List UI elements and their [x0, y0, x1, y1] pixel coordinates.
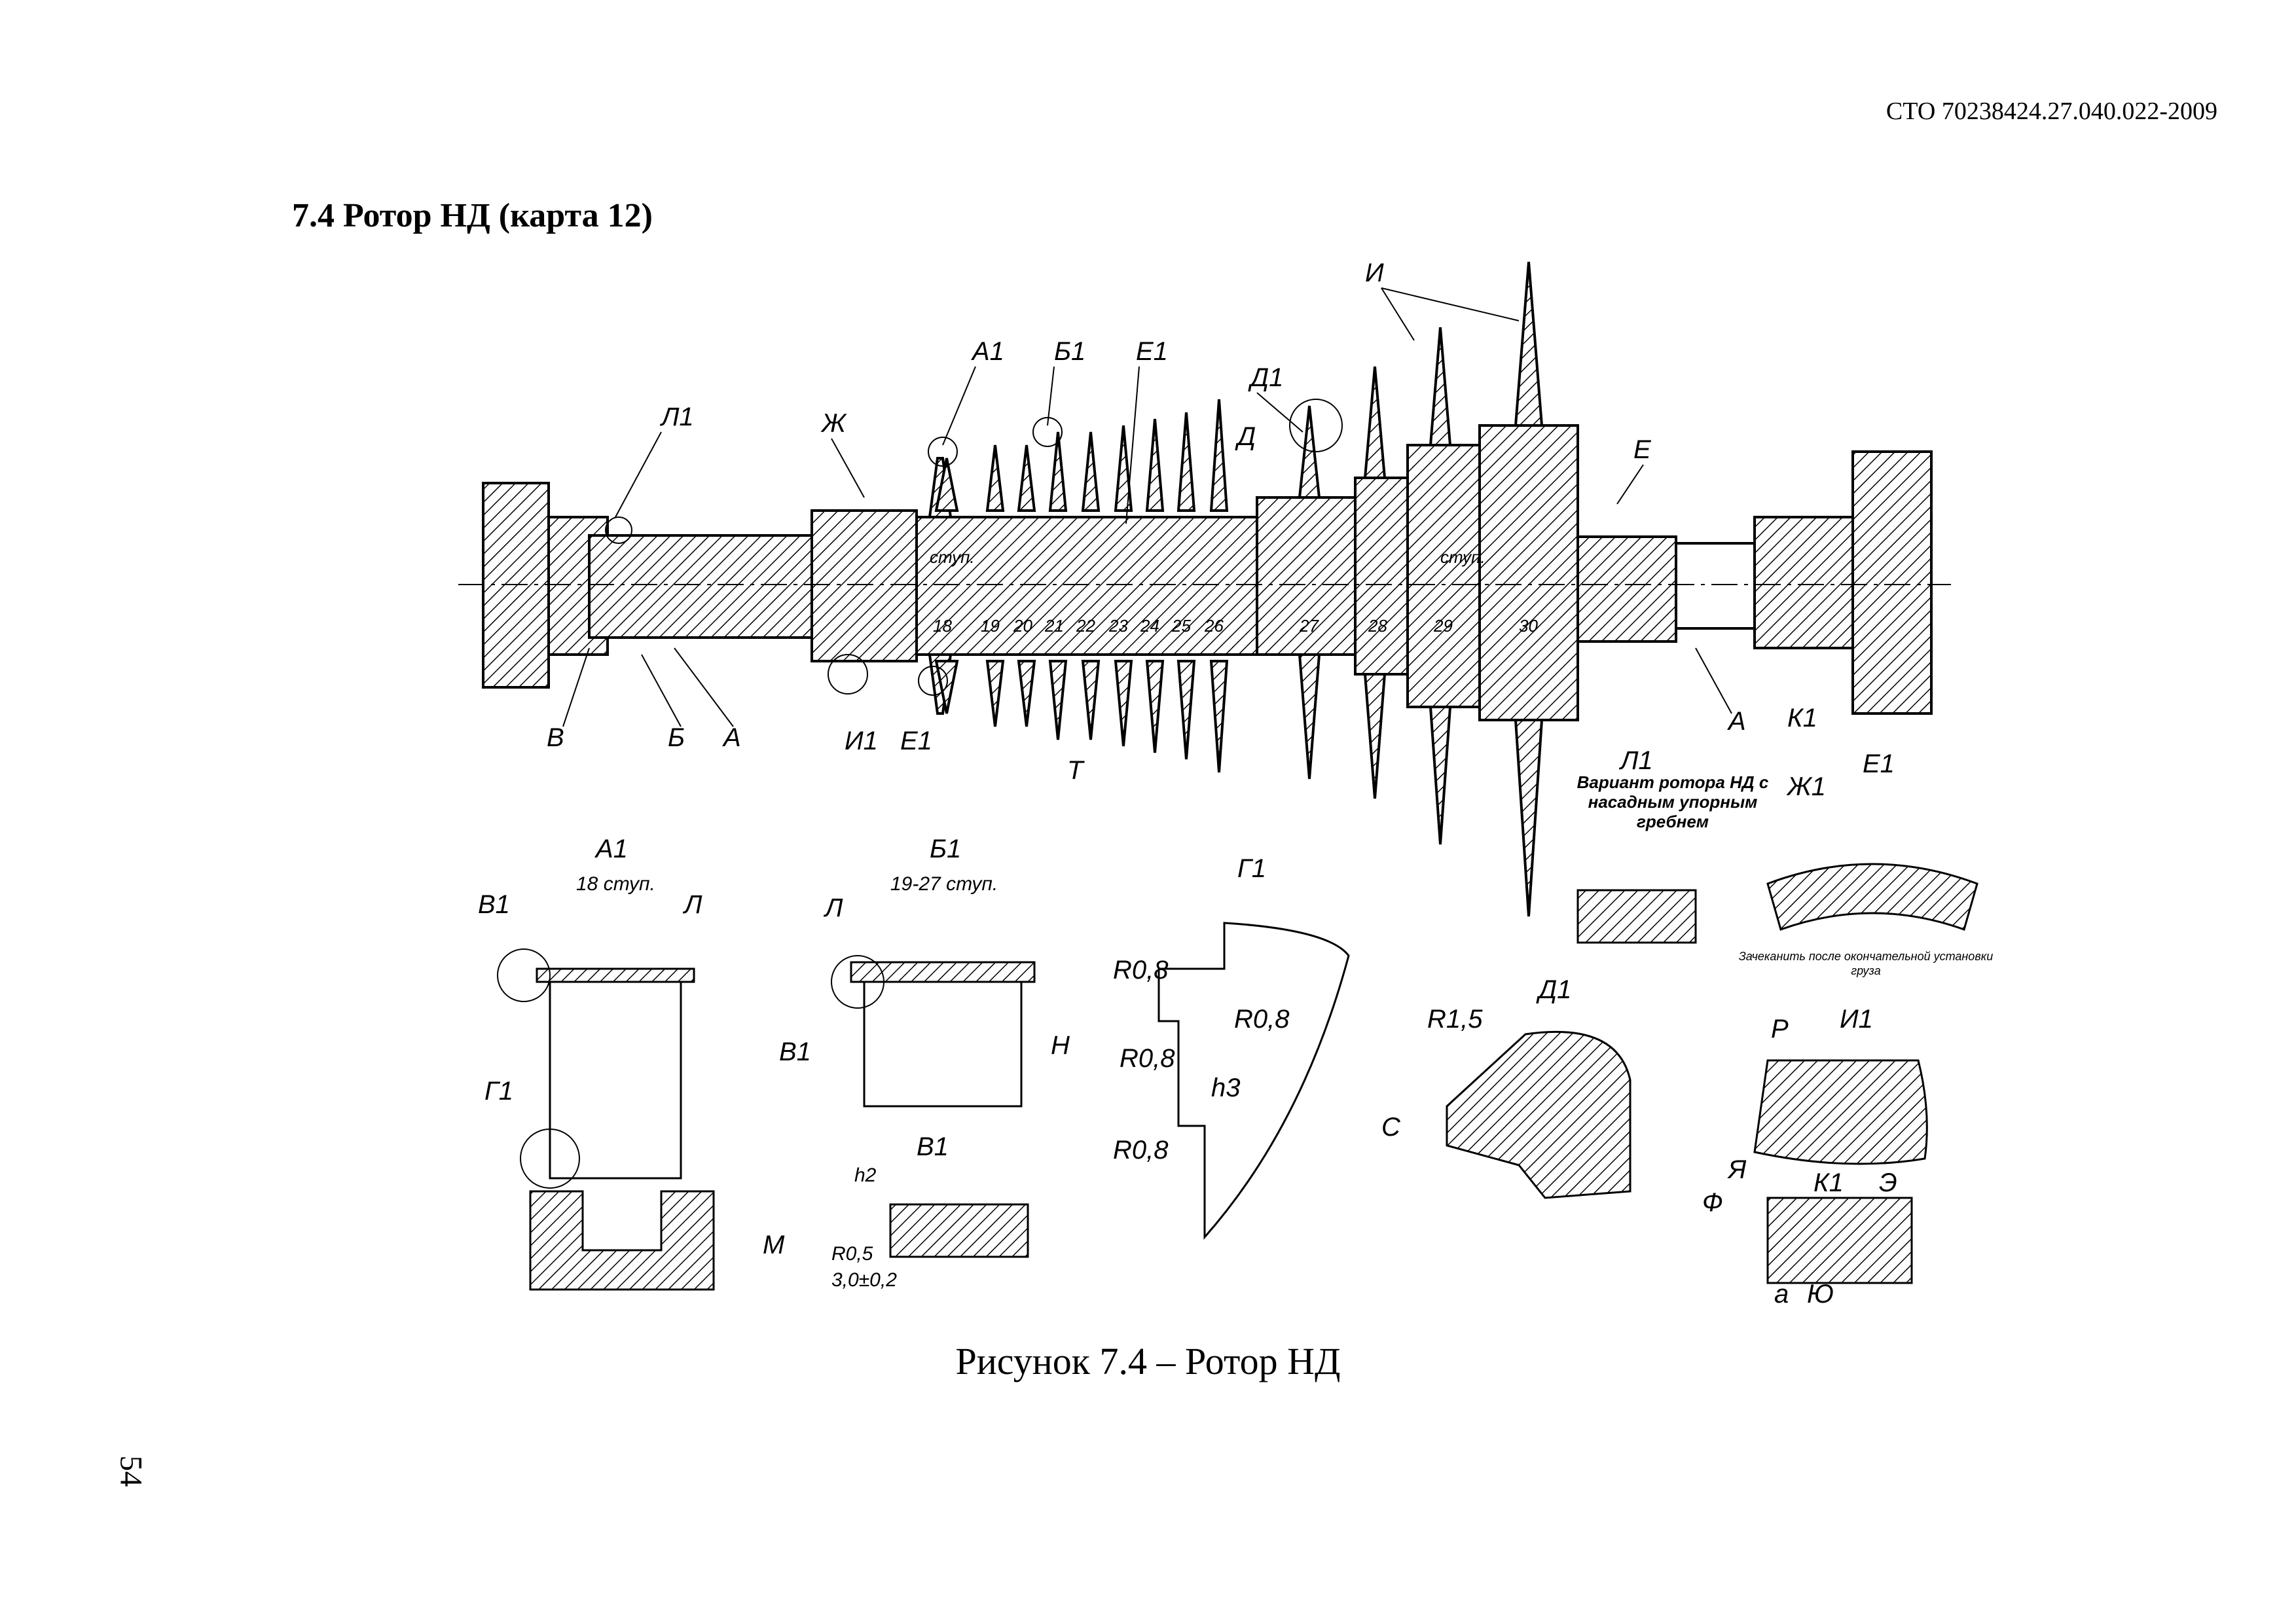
stage-label: 27 [1299, 616, 1319, 636]
detail-label: Л [823, 893, 843, 922]
page-number: 54 [113, 1455, 149, 1487]
detail-label: а [1774, 1280, 1789, 1308]
rotor-assembly [458, 424, 1951, 721]
stage-label: 30 [1519, 616, 1538, 636]
label-K1: К1 [1787, 704, 1817, 732]
stage-word: ступ. [1440, 547, 1485, 567]
label-L1: Л1 [659, 403, 694, 431]
figure-caption: Рисунок 7.4 – Ротор НД [955, 1340, 1341, 1382]
stage-word: ступ. [930, 547, 975, 567]
stage-label: 21 [1044, 616, 1064, 636]
stage-label: 28 [1368, 616, 1387, 636]
detail-label: R0,5 [831, 1243, 873, 1265]
detail-label: Ю [1807, 1280, 1834, 1308]
detail-I1: И1 Р Я К1 Э Ф а Ю [1702, 1005, 1928, 1308]
detail-D1: Д1 R1,5 С h2 [1381, 975, 1631, 1199]
leader-lines [562, 287, 1732, 727]
label-E: Е [1633, 435, 1652, 464]
detail-label: М [763, 1231, 785, 1259]
stage-label: 23 [1108, 616, 1128, 636]
detail-label: Ф [1702, 1188, 1723, 1217]
stage-label: 20 [1013, 616, 1032, 636]
label-B1: Б1 [1054, 337, 1085, 366]
rotor-blades [934, 261, 1544, 917]
zh1-note: Зачеканить после окончательной установки… [1738, 950, 1994, 977]
detail-title: Б1 [930, 835, 961, 863]
detail-label: R0,8 [1120, 1044, 1175, 1073]
variant-note: Вариант ротора НД с насадным упорным гре… [1576, 772, 1769, 831]
detail-A1: А1 18 ступ. В1 Л Г1 [478, 835, 715, 1291]
detail-label: К1 [1813, 1168, 1844, 1197]
stage-labels: 18 19 20 21 22 23 24 25 26 27 28 29 30 с… [930, 547, 1538, 636]
detail-subtitle: 19-27 ступ. [890, 873, 998, 895]
detail-label: С [1381, 1113, 1401, 1142]
detail-label: R0,8 [1234, 1005, 1290, 1034]
label-Zh1: Ж1 [1786, 772, 1826, 801]
detail-label: h3 [1211, 1074, 1241, 1102]
label-V: В [547, 723, 564, 752]
detail-label: В1 [478, 890, 510, 919]
detail-subtitle: 18 ступ. [576, 873, 655, 895]
label-D: Д [1235, 422, 1256, 451]
stage-label: 25 [1171, 616, 1191, 636]
label-B: Б [668, 723, 685, 752]
label-I1: И1 [845, 727, 878, 755]
detail-label: Э [1879, 1168, 1897, 1197]
document-code: СТО 70238424.27.040.022-2009 [1886, 98, 2217, 125]
detail-title: А1 [594, 835, 628, 863]
detail-title: Г1 [1237, 854, 1266, 883]
detail-label: Я [1727, 1155, 1747, 1184]
stage-label: 18 [933, 616, 952, 636]
label-A-left: А [722, 723, 741, 752]
main-leader-labels: Л1 Ж А1 Б1 Е1 Д1 Д И Е В Б А И1 Е1 Т А К… [547, 259, 1895, 801]
stage-label: 29 [1433, 616, 1453, 636]
detail-title: И1 [1840, 1005, 1873, 1034]
detail-label: R0,8 [1113, 1136, 1169, 1164]
detail-label: Г1 [484, 1077, 513, 1106]
detail-label: Н [1051, 1031, 1070, 1060]
detail-label: Л [682, 890, 702, 919]
stage-label: 24 [1140, 616, 1159, 636]
detail-label: R0,8 [1113, 956, 1169, 984]
stage-label: 26 [1204, 616, 1224, 636]
detail-title: Д1 [1536, 975, 1571, 1004]
stage-label: 22 [1076, 616, 1095, 636]
stage-label: 19 [981, 616, 1000, 636]
detail-B1: Б1 19-27 ступ. Л В1 [779, 835, 1036, 1108]
label-A1: А1 [971, 337, 1004, 366]
label-E1-bottom: Е1 [900, 727, 932, 755]
detail-label: Р [1771, 1015, 1789, 1043]
label-E1-right: Е1 [1863, 749, 1895, 778]
variant-title: Л1 [1618, 746, 1653, 775]
detail-V1: В1 h2 М R0,5 3,0±0,2 [763, 1132, 1029, 1291]
detail-label: В1 [779, 1038, 811, 1066]
detail-title: В1 [917, 1132, 949, 1161]
label-E1-top: Е1 [1136, 337, 1168, 366]
label-Zh: Ж [820, 409, 847, 438]
section-heading: 7.4 Ротор НД (карта 12) [292, 197, 653, 234]
detail-label: R1,5 [1427, 1005, 1483, 1034]
detail-Zh1: Зачеканить после окончательной установки… [1738, 863, 1994, 977]
detail-label: 3,0±0,2 [831, 1269, 897, 1291]
label-I: И [1365, 259, 1384, 287]
label-T: Т [1067, 756, 1085, 785]
variant-L1: Л1 Вариант ротора НД с насадным упорным … [1576, 746, 1769, 944]
detail-G1: Г1 R0,8 R0,8 R0,8 R0,8 Н h3 [1051, 854, 1350, 1240]
label-D1: Д1 [1248, 363, 1283, 392]
detail-label: h2 [854, 1164, 877, 1186]
